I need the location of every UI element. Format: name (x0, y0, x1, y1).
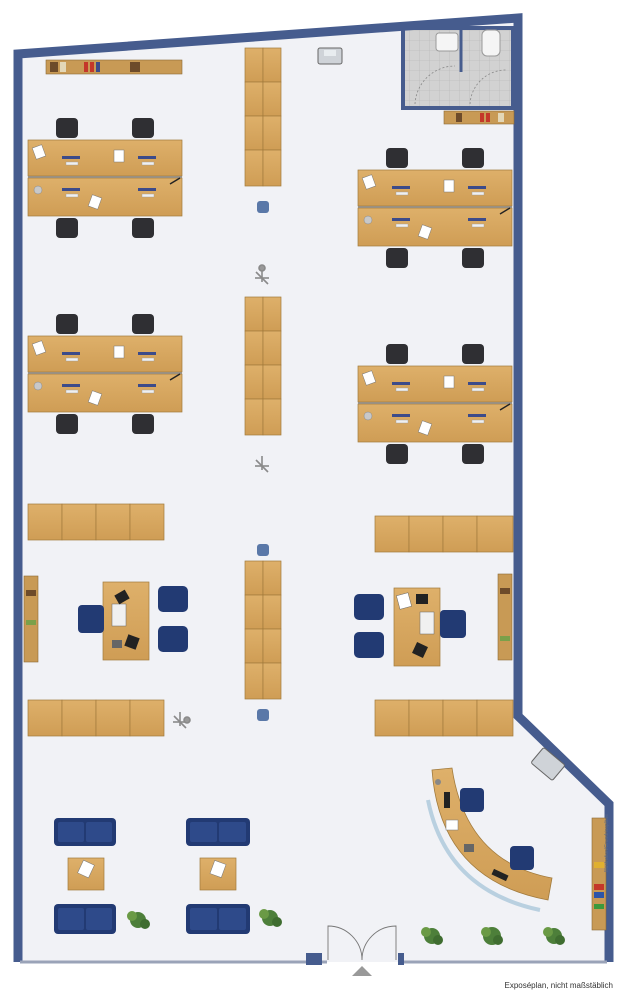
cabinet-row-right-1 (374, 515, 514, 553)
shelf-top-left (45, 59, 183, 75)
door-post-right (398, 953, 404, 965)
plant-icon (543, 927, 565, 945)
workstation-cluster (27, 118, 183, 238)
printer-reception (531, 747, 565, 781)
cabinet-column-1 (244, 47, 282, 187)
shelf-reception (591, 817, 607, 931)
plant-icon (421, 927, 443, 945)
plan-caption: Exposéplan, nicht maßstäblich (504, 981, 614, 990)
toilet (481, 29, 501, 57)
cabinet-column-2 (244, 296, 282, 436)
manager-desk-right (354, 587, 466, 667)
cabinet-row-left-1 (27, 503, 165, 541)
stool (173, 712, 191, 729)
entrance-door (327, 925, 397, 961)
stool (255, 264, 269, 285)
shelf-left-wall (23, 575, 39, 663)
credit-label: Illustration/Grundrisspläne (604, 813, 610, 872)
cabinet-column-3 (244, 560, 282, 700)
plant-icon (481, 927, 503, 945)
lounge-left (54, 818, 116, 934)
entrance-arrow (352, 966, 372, 976)
plant-icon (127, 911, 150, 929)
sink (435, 32, 459, 52)
lounge-right (186, 818, 250, 934)
cabinet-row-right-2 (374, 699, 514, 737)
cabinet-row-left-2 (27, 699, 165, 737)
door-post-left (306, 953, 322, 965)
manager-desk-left (78, 581, 188, 661)
reception-counter (426, 767, 553, 912)
stool (255, 456, 269, 473)
bin (257, 544, 269, 556)
bin (257, 201, 269, 213)
shelf-right-wall (497, 573, 513, 661)
bin (257, 709, 269, 721)
plant-icon (259, 909, 282, 927)
outer-wall (13, 13, 614, 962)
